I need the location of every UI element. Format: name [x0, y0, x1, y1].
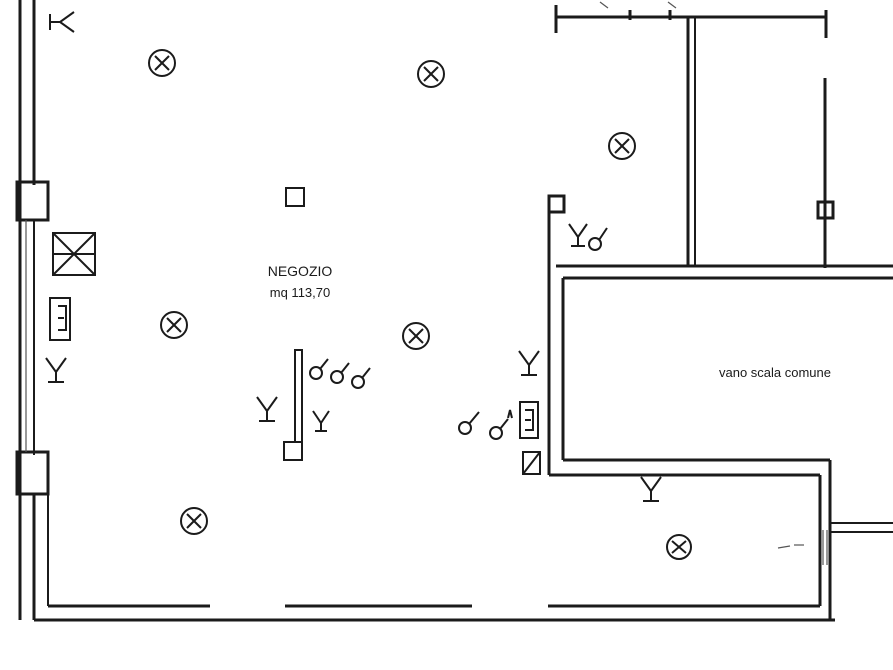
stray-marks	[599, 1, 804, 549]
wall-light-icon	[45, 357, 67, 383]
ceiling-light-icon	[402, 322, 430, 350]
ceiling-light-icon	[180, 507, 208, 535]
switch-icon	[588, 227, 608, 251]
wall-light-icon	[256, 396, 278, 422]
switch-icon	[458, 411, 480, 435]
walls	[15, 0, 893, 622]
junction-box-icon	[283, 441, 303, 461]
ceiling-light-icon	[666, 534, 692, 560]
switches	[309, 227, 608, 440]
room-area-label: mq 113,70	[270, 285, 330, 300]
column-icon	[294, 349, 303, 443]
switch-icon	[309, 358, 329, 380]
ceiling-light-icon	[160, 311, 188, 339]
socket-icon	[519, 401, 539, 439]
arrow-up-icon	[507, 409, 513, 419]
ceiling-lights	[148, 49, 692, 560]
switch-panel-icon	[522, 451, 541, 475]
wall-light-icon	[568, 223, 588, 247]
room-name-label: NEGOZIO	[268, 263, 333, 279]
switch-icon	[330, 362, 350, 384]
electrical-fixtures	[49, 187, 541, 475]
switch-icon	[351, 367, 371, 389]
wall-light-icon	[312, 410, 330, 432]
switch-icon	[489, 418, 509, 440]
pillar-right	[816, 200, 835, 220]
wall-light-icon	[518, 350, 540, 376]
pillar-upper-left	[15, 180, 50, 222]
pillar-lower-left	[15, 450, 50, 496]
stairwell-label: vano scala comune	[719, 365, 831, 380]
wall-lights	[45, 11, 662, 502]
wall-light-icon	[640, 476, 662, 502]
ceiling-light-icon	[608, 132, 636, 160]
ceiling-light-icon	[417, 60, 445, 88]
junction-box-icon	[285, 187, 305, 207]
socket-icon	[49, 297, 71, 341]
junction-box-icon	[547, 194, 566, 214]
ceiling-light-icon	[148, 49, 176, 77]
wall-light-icon	[49, 11, 75, 33]
